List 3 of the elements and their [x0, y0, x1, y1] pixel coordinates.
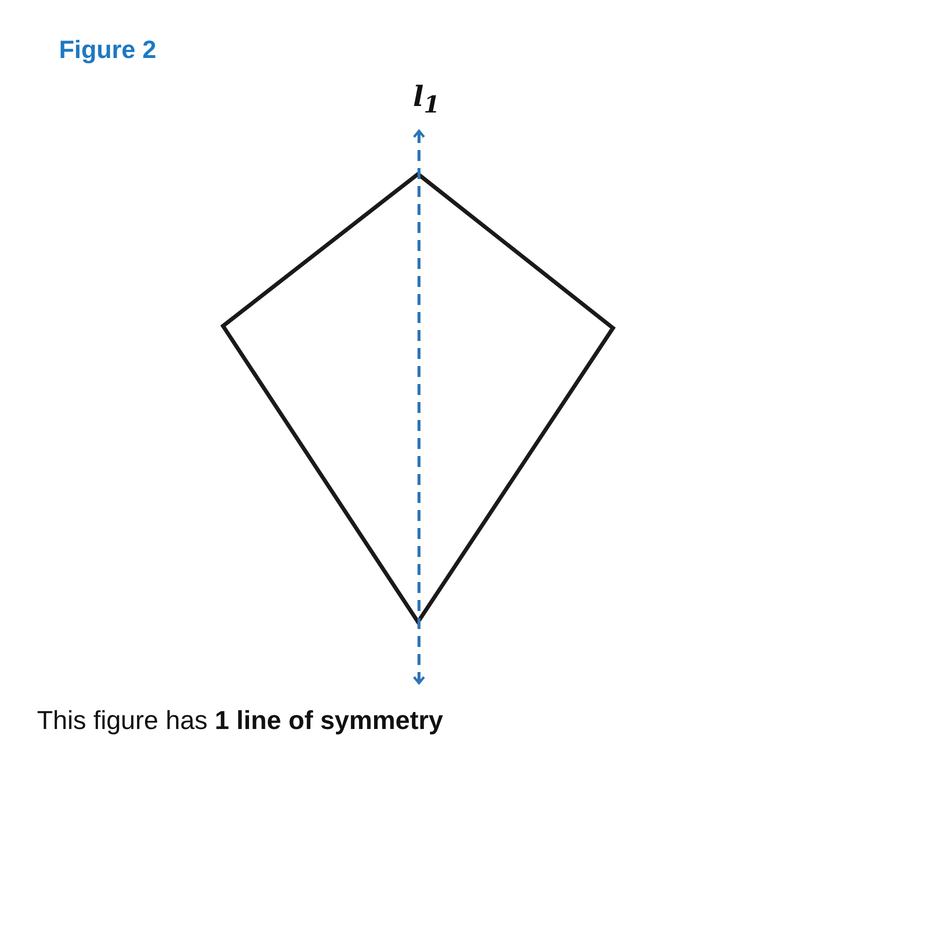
line-label: l$_{1}$	[413, 80, 440, 119]
figure-title: Figure 2	[59, 36, 156, 65]
caption-text: This figure has 1 line of symmetry	[37, 705, 444, 736]
